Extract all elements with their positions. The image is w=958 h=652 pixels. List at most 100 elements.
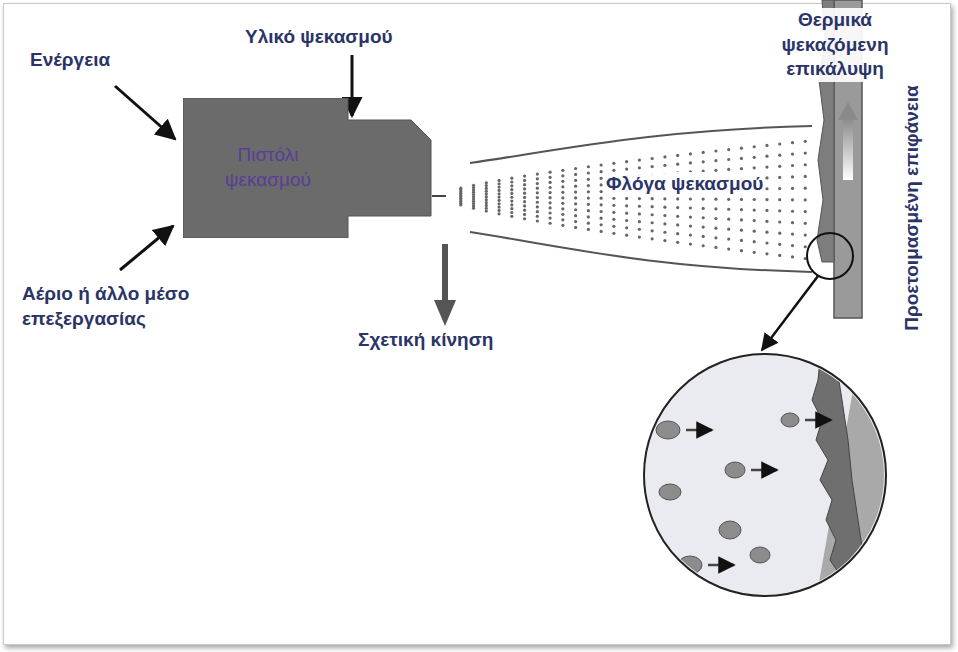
spray-dot	[510, 188, 513, 191]
spray-dot	[574, 179, 577, 182]
spray-dot	[510, 207, 513, 210]
spray-dot	[536, 210, 539, 213]
spray-dot	[523, 187, 526, 190]
spray-dot	[702, 207, 705, 210]
spray-dot	[689, 161, 692, 164]
spray-dot	[727, 228, 730, 231]
spray-dot	[574, 185, 577, 188]
spray-dot	[651, 229, 654, 232]
spray-dot	[625, 226, 628, 229]
spray-dot	[587, 228, 590, 231]
spray-dot	[587, 222, 590, 225]
spray-dot	[549, 217, 552, 220]
material-arrow	[351, 55, 354, 116]
spray-dot	[510, 211, 513, 214]
spray-dot	[714, 246, 717, 249]
spray-dot	[702, 235, 705, 238]
spray-dot	[510, 180, 513, 183]
spray-dot	[485, 207, 488, 210]
spray-dot	[600, 190, 603, 193]
gun-body	[183, 98, 431, 238]
spray-dot	[753, 240, 756, 243]
spray-dot	[510, 203, 513, 206]
spray-dot	[791, 187, 794, 190]
spray-dot	[804, 233, 807, 236]
spray-dot	[638, 235, 641, 238]
spray-dot	[574, 190, 577, 193]
spray-dot	[523, 192, 526, 195]
spray-dot	[638, 166, 641, 169]
spray-dot	[561, 196, 564, 199]
spray-dot	[791, 175, 794, 178]
spray-dot	[753, 156, 756, 159]
spray-dot	[497, 179, 500, 182]
spray-dot	[740, 229, 743, 232]
spray-dot	[549, 206, 552, 209]
spray-dot	[549, 181, 552, 184]
spray-dot	[549, 201, 552, 204]
spray-dot	[727, 148, 730, 151]
spray-dot	[702, 225, 705, 228]
spray-dot	[702, 198, 705, 201]
particle	[678, 556, 702, 574]
spray-dot	[638, 158, 641, 161]
particle-arrow	[708, 564, 734, 567]
label: Υλικό ψεκασμού	[245, 25, 445, 50]
spray-gun: Πιστόλι ψεκασμού	[183, 98, 433, 238]
spray-dot	[523, 209, 526, 212]
spray-dot	[702, 216, 705, 219]
spray-dot	[791, 221, 794, 224]
spray-dot	[727, 198, 730, 201]
motion-arrowhead	[434, 300, 456, 326]
spray-envelope	[470, 126, 812, 163]
spray-dot	[600, 177, 603, 180]
spray-dot	[651, 165, 654, 168]
spray-dot	[651, 197, 654, 200]
spray-dot	[702, 244, 705, 247]
spray-dot	[536, 215, 539, 218]
spray-dot	[485, 195, 488, 198]
spray-dot	[804, 210, 807, 213]
spray-dot	[612, 225, 615, 228]
spray-dot	[753, 219, 756, 222]
spray-dot	[549, 196, 552, 199]
spray-dot	[676, 232, 679, 235]
spray-dot	[536, 191, 539, 194]
label: Προετοιμασμένη επιφάνεια	[900, 83, 925, 333]
spray-dot	[574, 214, 577, 217]
spray-dot	[625, 212, 628, 215]
spray-dot	[600, 210, 603, 213]
spray-dot	[600, 197, 603, 200]
spray-dot	[625, 160, 628, 163]
spray-dot	[600, 217, 603, 220]
spray-dot	[676, 215, 679, 218]
spray-dot	[778, 154, 781, 157]
spray-dot	[549, 222, 552, 225]
particle-arrow	[686, 429, 712, 432]
spray-dot	[587, 165, 590, 168]
spray-dot	[587, 196, 590, 199]
spray-dot	[714, 217, 717, 220]
spray-dot	[804, 151, 807, 154]
spray-dot	[753, 166, 756, 169]
spray-dot	[714, 227, 717, 230]
spray-dot	[574, 226, 577, 229]
spray-dot	[663, 214, 666, 217]
motion-arrow	[442, 244, 448, 302]
spray-dot	[740, 157, 743, 160]
spray-dot	[651, 237, 654, 240]
spray-dot	[587, 171, 590, 174]
spray-dot	[791, 233, 794, 236]
spray-dot	[740, 167, 743, 170]
spray-dot	[625, 234, 628, 237]
magnify-circle	[807, 233, 853, 279]
spray-dot	[510, 177, 513, 180]
spray-dot	[523, 175, 526, 178]
spray-dot	[561, 207, 564, 210]
spray-dot	[497, 182, 500, 185]
spray-dot	[702, 160, 705, 163]
spray-dot	[778, 232, 781, 235]
spray-dot	[536, 196, 539, 199]
spray-dot	[638, 212, 641, 215]
spray-dot	[804, 163, 807, 166]
